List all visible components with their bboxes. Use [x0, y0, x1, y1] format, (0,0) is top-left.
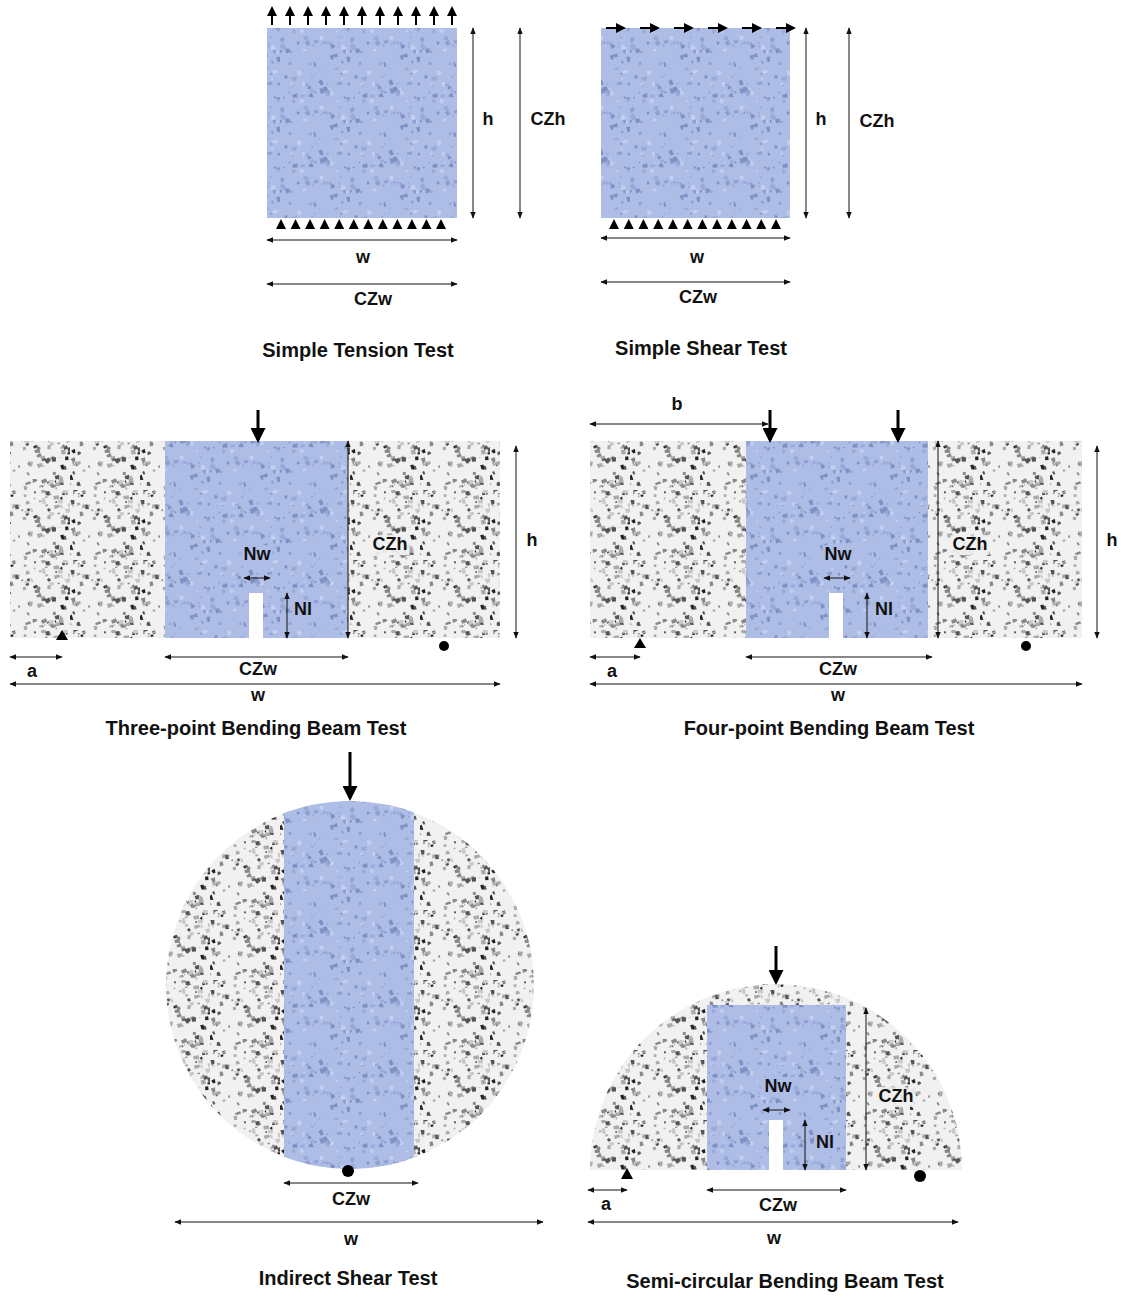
dimension-label: CZw	[330, 1190, 372, 1210]
dimension-label: h	[481, 110, 496, 130]
test-title: Semi-circular Bending Beam Test	[624, 1270, 946, 1292]
dimension-label: Nw	[763, 1077, 794, 1097]
dimension-label: CZw	[817, 660, 859, 680]
test-title: Simple Shear Test	[613, 337, 789, 359]
dimension-label: CZh	[858, 112, 897, 132]
dimension-label: w	[249, 686, 267, 706]
dimension-label: Nl	[873, 600, 895, 620]
dimension-label: w	[688, 248, 706, 268]
semi-disc	[590, 984, 962, 1170]
dimension-label: CZw	[237, 660, 279, 680]
dimension-label: a	[25, 662, 39, 682]
dimension-label: CZh	[877, 1087, 916, 1107]
specimen	[601, 28, 790, 218]
dimension-label: h	[1105, 531, 1120, 551]
dimension-label: w	[765, 1229, 783, 1249]
test-title: Three-point Bending Beam Test	[104, 717, 409, 739]
cohesive-zone	[746, 441, 928, 638]
test-title: Simple Tension Test	[260, 339, 456, 361]
dimension-label: Nl	[292, 600, 314, 620]
dimension-label: CZh	[371, 535, 410, 555]
dimension-label: h	[814, 110, 829, 130]
dimension-label: Nw	[242, 545, 273, 565]
dimension-label: a	[605, 662, 619, 682]
dimension-label: Nl	[814, 1133, 836, 1153]
specimen	[267, 28, 457, 218]
test-title: Indirect Shear Test	[257, 1267, 440, 1289]
cohesive-zone	[165, 441, 348, 638]
dimension-label: w	[342, 1230, 360, 1250]
notch	[829, 593, 843, 638]
dimension-label: a	[599, 1195, 613, 1215]
dimension-label: w	[829, 686, 847, 706]
test-title: Four-point Bending Beam Test	[682, 717, 977, 739]
beam	[10, 441, 500, 638]
dimension-label: CZw	[352, 290, 394, 310]
notch	[249, 593, 263, 638]
dimension-label: CZh	[951, 535, 990, 555]
dimension-label: b	[670, 395, 685, 415]
dimension-label: CZw	[677, 288, 719, 308]
dimension-label: h	[525, 531, 540, 551]
beam	[590, 441, 1082, 638]
dimension-label: w	[354, 248, 372, 268]
dimension-label: Nw	[823, 545, 854, 565]
dimension-label: CZh	[529, 110, 568, 130]
dimension-label: CZw	[757, 1196, 799, 1216]
